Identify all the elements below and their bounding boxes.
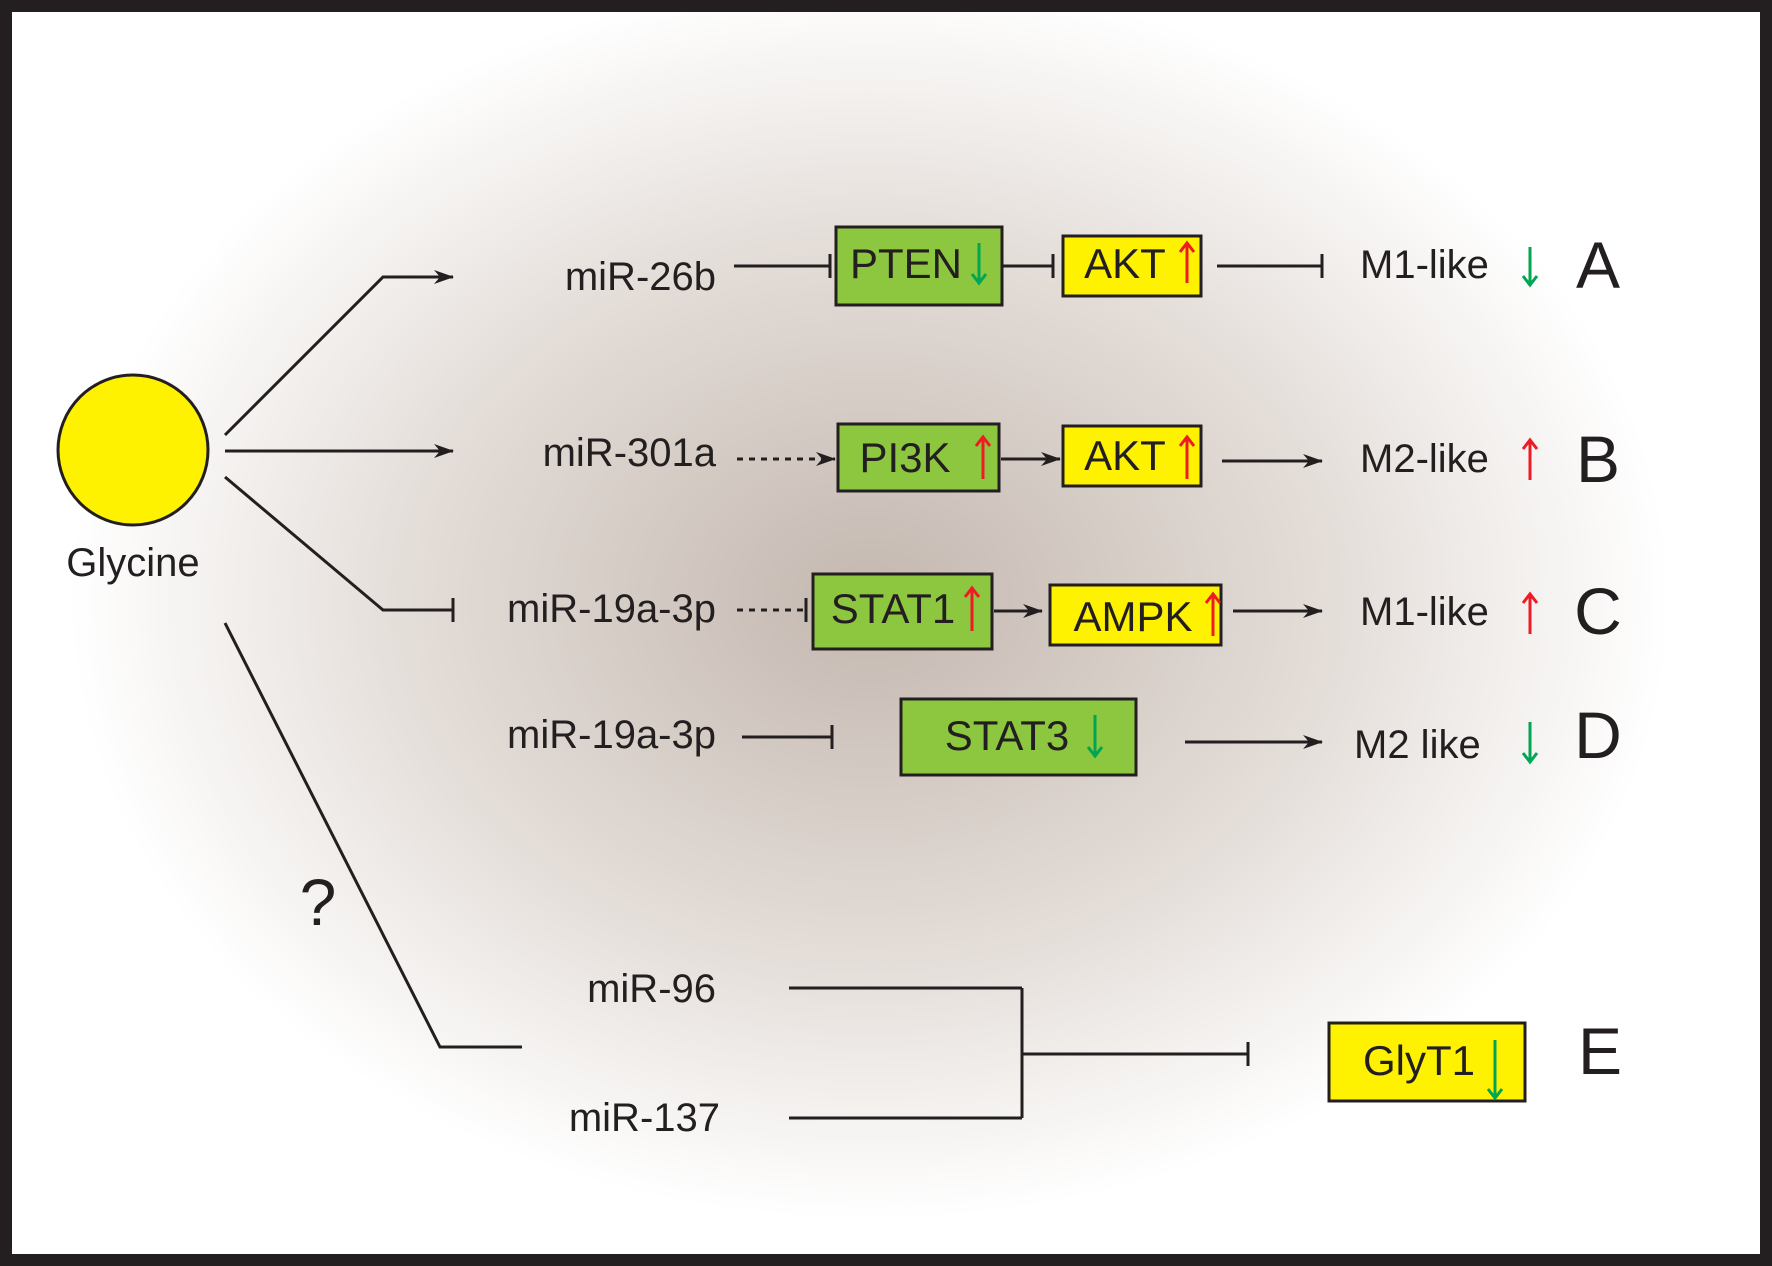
pten-box bbox=[834, 225, 1004, 307]
up-arrow-icon bbox=[1204, 591, 1222, 636]
panel-label-a: A bbox=[1576, 228, 1620, 302]
up-arrow-icon bbox=[974, 434, 992, 479]
up-arrow-icon bbox=[1521, 437, 1539, 480]
mirna-96-label: miR-96 bbox=[587, 967, 716, 1011]
branch-to-mir-96-137 bbox=[223, 622, 522, 1049]
akt-box-a bbox=[1061, 234, 1203, 298]
outcome-b-label: M2-like bbox=[1360, 437, 1489, 481]
mirna-301a-label: miR-301a bbox=[543, 431, 717, 475]
mirna-26b-label: miR-26b bbox=[565, 255, 716, 299]
down-arrow-icon bbox=[1486, 1040, 1504, 1101]
up-arrow-icon bbox=[1178, 434, 1196, 479]
mirna-137-label: miR-137 bbox=[569, 1096, 720, 1140]
outcome-c-label: M1-like bbox=[1360, 590, 1489, 634]
pi3k-label: PI3K bbox=[859, 434, 950, 481]
down-arrow-icon bbox=[1086, 715, 1104, 759]
pten-label: PTEN bbox=[850, 240, 962, 287]
panel-label-d: D bbox=[1574, 698, 1622, 772]
down-arrow-icon bbox=[1521, 722, 1539, 765]
up-arrow-icon bbox=[1178, 240, 1196, 283]
stat1-label: STAT1 bbox=[831, 585, 955, 632]
mirna-19a-3p-label-c: miR-19a-3p bbox=[507, 587, 716, 631]
panel-label-b: B bbox=[1576, 422, 1620, 496]
pi3k-box bbox=[836, 422, 1001, 493]
outcome-d-label: M2 like bbox=[1354, 723, 1481, 767]
mirna-19a-3p-label-d: miR-19a-3p bbox=[507, 713, 716, 757]
down-arrow-icon bbox=[1521, 247, 1539, 288]
panel-label-c: C bbox=[1574, 574, 1622, 648]
akt-box-b bbox=[1061, 424, 1203, 488]
glyt1-box bbox=[1327, 1021, 1527, 1103]
ampk-box bbox=[1048, 583, 1223, 647]
up-arrow-icon bbox=[963, 585, 981, 631]
panel-label-e: E bbox=[1578, 1014, 1622, 1088]
glycine-label: Glycine bbox=[66, 541, 199, 585]
stat3-label: STAT3 bbox=[945, 712, 1069, 759]
glyt1-label: GlyT1 bbox=[1363, 1037, 1475, 1084]
akt-label-b: AKT bbox=[1084, 432, 1166, 479]
outcome-a-label: M1-like bbox=[1360, 243, 1489, 287]
ampk-label: AMPK bbox=[1073, 593, 1192, 640]
unknown-question-mark: ? bbox=[300, 865, 337, 939]
down-arrow-icon bbox=[970, 243, 988, 286]
stat1-box bbox=[811, 572, 994, 651]
branch-to-mir-19a-3p bbox=[224, 475, 453, 612]
stat3-box bbox=[899, 697, 1138, 777]
branch-to-mir-26b bbox=[223, 270, 454, 437]
glycine-circle bbox=[56, 373, 210, 527]
akt-label-a: AKT bbox=[1084, 240, 1166, 287]
up-arrow-icon bbox=[1521, 591, 1539, 634]
